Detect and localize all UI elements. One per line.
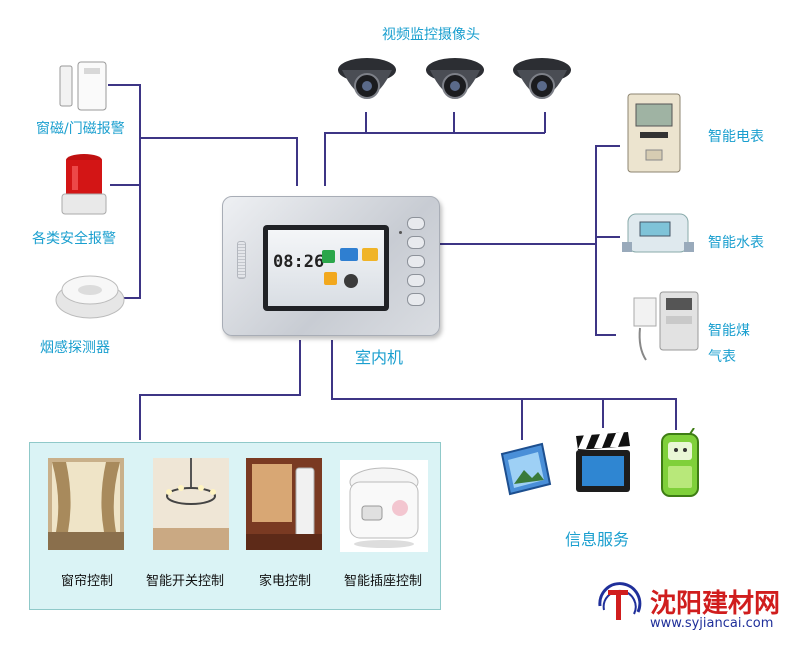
- picture-gallery-icon: [500, 442, 552, 496]
- appliance-photo: [246, 458, 322, 550]
- watermark-url: www.syjiancai.com: [650, 616, 774, 631]
- movie-clapper-icon: [576, 432, 630, 492]
- wire-camera-to-unit: [324, 132, 366, 186]
- watermark-brand: 沈阳建材网: [650, 589, 781, 619]
- wire-unit-to-home: [139, 340, 301, 440]
- screen-clock: 08:26: [273, 252, 325, 272]
- device-display: 08:26: [268, 230, 384, 306]
- dome-camera-icon: [426, 58, 484, 99]
- device-screen: 08:26: [263, 225, 389, 311]
- safety-alarm-label: 各类安全报警: [32, 231, 116, 247]
- electric-meter-label: 智能电表: [708, 129, 764, 145]
- gas-meter-icon: [633, 291, 699, 361]
- switch-label: 智能开关控制: [146, 574, 225, 589]
- gas-meter-label-line2: 气表: [708, 349, 736, 365]
- chandelier-photo: [153, 458, 229, 550]
- menu-tile-icon: [362, 248, 378, 261]
- device-button-5[interactable]: [407, 293, 425, 306]
- device-button-2[interactable]: [407, 236, 425, 249]
- indoor-unit-label: 室内机: [355, 348, 404, 367]
- device-button-1[interactable]: [407, 217, 425, 230]
- socket-label: 智能插座控制: [344, 574, 423, 589]
- curtain-photo: [48, 458, 124, 550]
- curtain-label: 窗帘控制: [61, 574, 114, 589]
- dome-camera-icon: [513, 58, 571, 99]
- window-door-alarm-label: 窗磁/门磁报警: [36, 121, 125, 137]
- microphone-dot: [399, 231, 402, 234]
- appliance-label: 家电控制: [259, 574, 312, 589]
- menu-tile-icon: [344, 274, 358, 288]
- menu-tile-icon: [322, 250, 335, 263]
- watermark-logo-icon: [598, 582, 642, 620]
- alarm-siren-icon: [61, 154, 107, 215]
- menu-tile-icon: [340, 248, 358, 261]
- speaker-grill: [237, 241, 246, 279]
- indoor-unit-device: 08:26: [222, 196, 440, 336]
- water-meter-label: 智能水表: [708, 235, 764, 251]
- cameras-label: 视频监控摄像头: [382, 27, 480, 43]
- rice-cooker-photo: [340, 460, 428, 552]
- door-magnet-sensor-icon: [59, 61, 107, 111]
- menu-tile-icon: [324, 272, 337, 285]
- smoke-detector-icon: [55, 275, 125, 319]
- info-service-label: 信息服务: [565, 530, 630, 549]
- wire-left-bus: [108, 84, 141, 299]
- device-button-4[interactable]: [407, 274, 425, 287]
- device-button-3[interactable]: [407, 255, 425, 268]
- electric-meter-icon: [627, 93, 681, 173]
- dome-camera-icon: [338, 58, 396, 99]
- water-meter-icon: [622, 213, 694, 253]
- gas-meter-label-line1: 智能煤: [708, 323, 750, 339]
- smoke-detector-label: 烟感探测器: [40, 340, 110, 356]
- wire-meter-bus: [595, 145, 620, 336]
- wire-unit-to-info: [331, 340, 677, 430]
- mobile-phone-icon: [661, 428, 699, 497]
- wire-left-to-unit: [140, 137, 298, 186]
